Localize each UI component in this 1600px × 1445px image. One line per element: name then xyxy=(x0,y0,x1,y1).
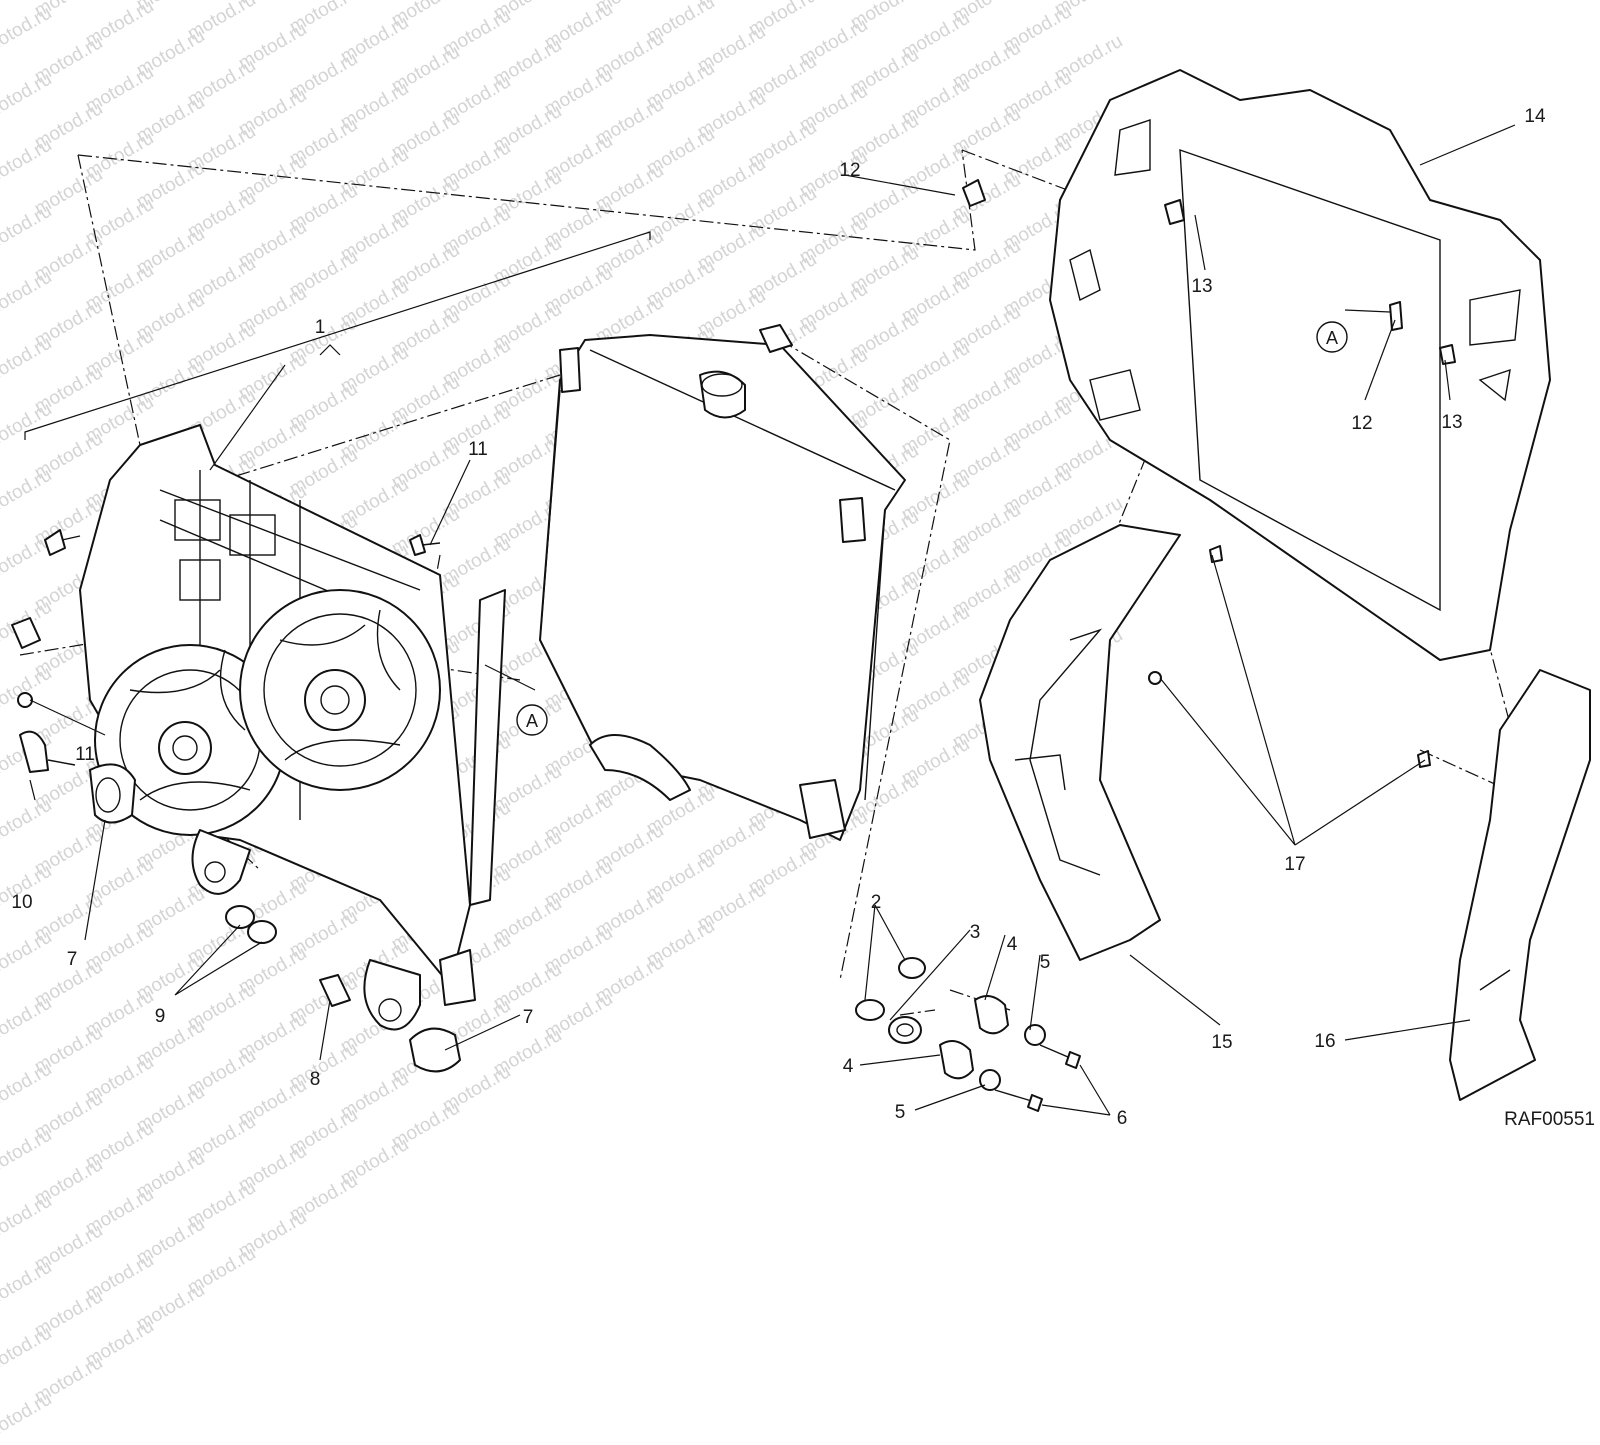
callout-label-11b: 11 xyxy=(75,744,95,765)
watermark-text: motod.ru xyxy=(31,1286,107,1342)
callout-label-11a: 11 xyxy=(468,439,488,460)
fasteners-center xyxy=(855,957,1081,1112)
callout-label-4b: 4 xyxy=(843,1056,854,1077)
exploded-parts-diagram: A A 1 2 3 4 4 5 5 6 7 7 8 9 10 11 11 12 … xyxy=(11,69,1595,1130)
reference-marker-right: A xyxy=(1316,321,1348,353)
watermark-text: motod.ru xyxy=(82,1315,158,1372)
watermark-text: motod.ru xyxy=(0,1388,56,1445)
watermark-text: motod.ru xyxy=(31,1352,107,1408)
callout-label-15: 15 xyxy=(1211,1032,1232,1053)
callout-label-1: 1 xyxy=(315,317,326,338)
callout-label-16: 16 xyxy=(1314,1031,1335,1052)
radiator-drawing xyxy=(539,324,906,841)
callout-label-6: 6 xyxy=(1117,1108,1128,1129)
side-shroud-14 xyxy=(962,69,1551,661)
fasteners-left xyxy=(11,529,461,1073)
watermark-text: motod.ru xyxy=(184,1243,260,1299)
callout-labels: 1 2 3 4 4 5 5 6 7 7 8 9 10 11 11 12 12 1… xyxy=(11,106,1546,1129)
callout-label-13b: 13 xyxy=(1441,412,1462,433)
callout-label-12b: 12 xyxy=(1351,413,1372,434)
callout-label-8: 8 xyxy=(310,1069,321,1090)
watermark-text: motod.ru xyxy=(0,1322,56,1379)
callout-label-2: 2 xyxy=(871,892,882,913)
callout-label-5a: 5 xyxy=(1040,952,1051,973)
watermark-text: motod.ru xyxy=(133,1213,209,1270)
reference-marker-left: A xyxy=(516,704,548,736)
callout-label-9: 9 xyxy=(155,1006,166,1027)
watermark-text: motod.ru xyxy=(31,1220,107,1276)
reference-marker-right-label: A xyxy=(1326,328,1338,348)
drawing-code: RAF00551 xyxy=(1504,1109,1595,1130)
callout-label-14: 14 xyxy=(1524,106,1546,127)
callout-label-7b: 7 xyxy=(523,1007,534,1028)
fan-assembly-drawing xyxy=(79,424,506,1031)
watermark-text: motod.ru xyxy=(133,1279,209,1336)
watermark-text: motod.ru xyxy=(235,1206,311,1263)
callout-label-13a: 13 xyxy=(1191,276,1212,297)
callout-label-3: 3 xyxy=(970,922,981,943)
watermark-text: motod.ru xyxy=(0,1256,56,1313)
callout-label-7a: 7 xyxy=(67,949,78,970)
watermark-text: motod.ru xyxy=(82,1249,158,1306)
callout-label-5b: 5 xyxy=(895,1102,906,1123)
callout-label-12a: 12 xyxy=(839,160,860,181)
callout-label-10: 10 xyxy=(11,892,32,913)
side-cover-16 xyxy=(1417,669,1591,1101)
leader-lines xyxy=(24,124,1516,1116)
side-cover-15 xyxy=(979,524,1223,961)
reference-marker-left-label: A xyxy=(526,711,538,731)
callout-label-17: 17 xyxy=(1284,854,1305,875)
callout-label-4a: 4 xyxy=(1007,934,1018,955)
